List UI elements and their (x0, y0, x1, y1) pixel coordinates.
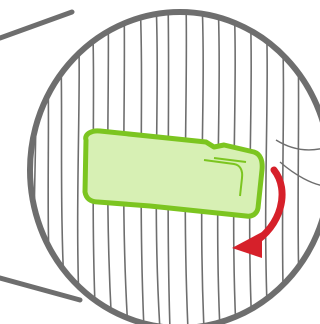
magnifier-lens-ring (27, 9, 320, 324)
hair-clip-body (82, 128, 265, 219)
connector-line-bottom (0, 275, 83, 303)
hair-clip-inner-edge-2 (213, 157, 247, 163)
rotate-arrow-head (232, 232, 262, 258)
magnifier-connector-lines (0, 9, 83, 303)
connector-line-top (0, 9, 75, 41)
hair-clip-inner-edge (203, 159, 244, 197)
hair-clip (82, 128, 265, 219)
rotate-arrow (232, 166, 286, 258)
